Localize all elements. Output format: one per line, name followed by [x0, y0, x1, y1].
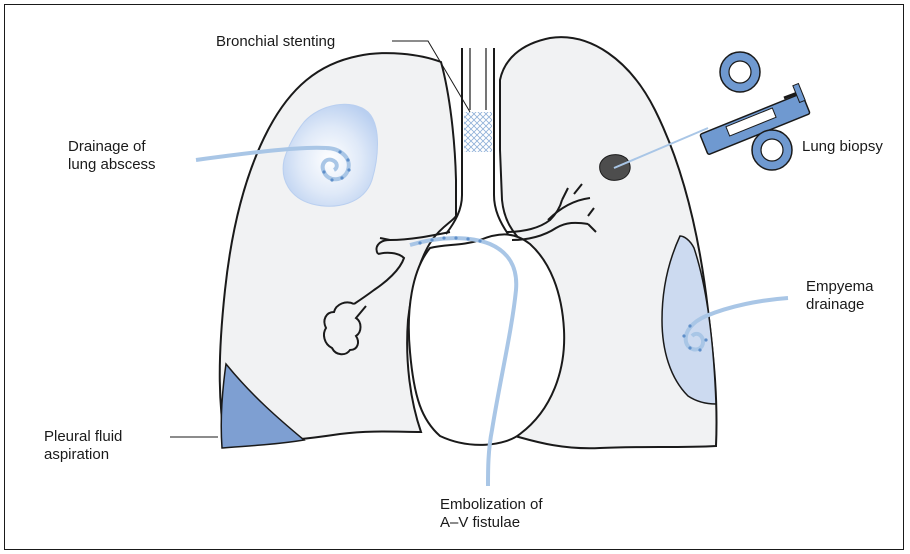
label-empyema-line-1: Empyema: [806, 278, 874, 296]
label-embolization-line-1: Embolization of: [440, 496, 543, 514]
label-pleural-line-1: Pleural fluid: [44, 428, 122, 446]
bronchial-stent: [464, 112, 492, 152]
label-bronchial-stenting: Bronchial stenting: [216, 33, 335, 51]
label-pleural-fluid-aspiration: Pleural fluid aspiration: [44, 428, 122, 464]
label-drainage-line-1: Drainage of: [68, 138, 156, 156]
label-empyema-drainage: Empyema drainage: [806, 278, 874, 314]
label-pleural-line-2: aspiration: [44, 446, 122, 464]
biopsy-syringe-icon: [700, 52, 810, 170]
label-lung-biopsy: Lung biopsy: [802, 138, 883, 156]
label-empyema-line-2: drainage: [806, 296, 874, 314]
heart: [409, 234, 564, 444]
label-drainage-line-2: lung abscess: [68, 156, 156, 174]
label-embolization-av-fistulae: Embolization of A–V fistulae: [440, 496, 543, 532]
label-embolization-line-2: A–V fistulae: [440, 514, 543, 532]
label-drainage-lung-abscess: Drainage of lung abscess: [68, 138, 156, 174]
